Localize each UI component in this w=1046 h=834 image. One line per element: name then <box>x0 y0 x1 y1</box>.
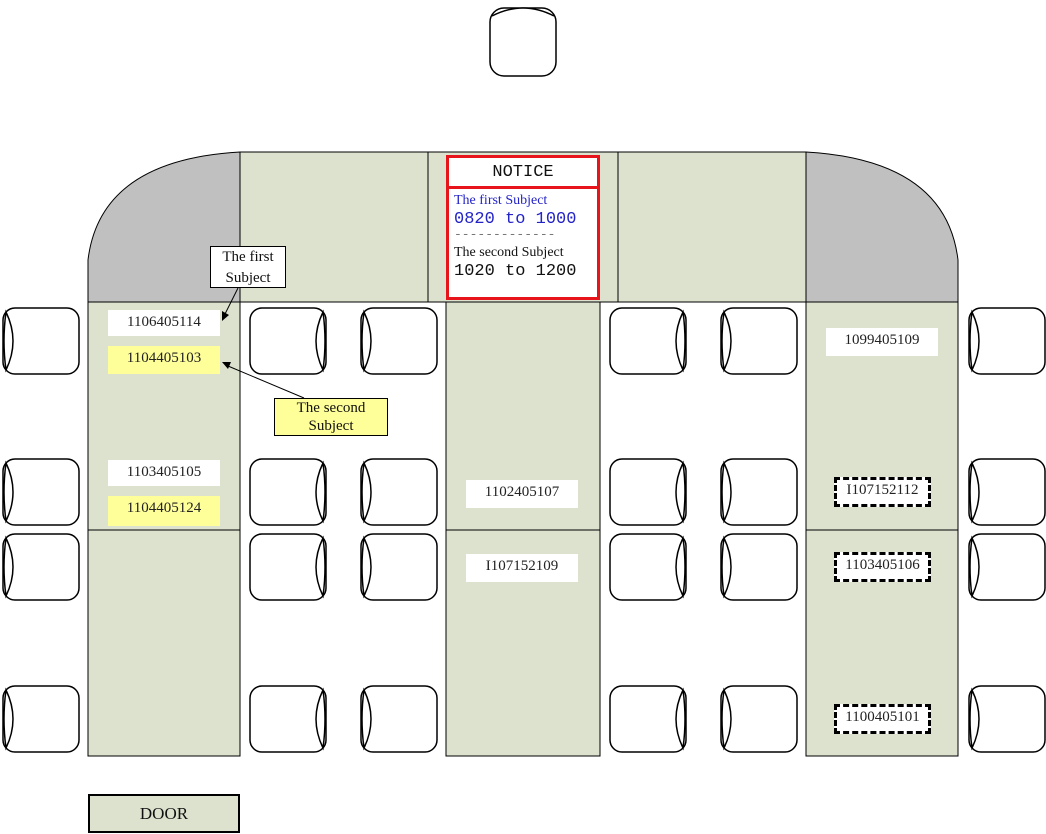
student-id-col1-row2-first: 1103405105 <box>108 460 220 486</box>
student-id-col3-row2: 1102405107 <box>466 480 578 508</box>
student-chair <box>2 533 80 601</box>
student-id-col5-row4: 1100405101 <box>834 704 931 734</box>
student-chair <box>968 685 1046 753</box>
student-id-col5-row3: 1103405106 <box>834 552 931 582</box>
front-right-corner <box>805 151 959 303</box>
student-chair <box>968 307 1046 375</box>
student-chair <box>360 458 438 526</box>
desk-col1-lower <box>87 529 241 757</box>
student-chair <box>609 533 687 601</box>
student-chairs <box>2 307 1046 753</box>
student-chair <box>720 685 798 753</box>
second-subject-label: The second Subject <box>454 245 564 260</box>
front-table-segment <box>617 151 807 303</box>
door: DOOR <box>88 794 240 833</box>
student-chair <box>249 533 327 601</box>
notice-divider: ------------- <box>454 227 556 242</box>
student-chair <box>360 307 438 375</box>
second-subject-time: 1020 to 1200 <box>454 262 577 281</box>
student-id-col3-row3: I107152109 <box>466 554 578 582</box>
student-chair <box>2 307 80 375</box>
student-chair <box>720 458 798 526</box>
teacher-chair <box>489 7 557 77</box>
student-chair <box>968 458 1046 526</box>
desk-col1-upper <box>87 301 241 531</box>
student-chair <box>249 685 327 753</box>
callout-arrows <box>222 287 305 399</box>
student-chair <box>249 458 327 526</box>
student-chair <box>720 307 798 375</box>
student-chair <box>720 533 798 601</box>
first-subject-time: 0820 to 1000 <box>454 210 577 229</box>
student-id-col5-row2: I107152112 <box>834 477 931 507</box>
second-subject-callout: The second Subject <box>274 398 388 436</box>
student-chair <box>2 458 80 526</box>
student-chair <box>968 533 1046 601</box>
student-id-col5-row1: 1099405109 <box>826 328 938 356</box>
first-subject-label: The first Subject <box>454 193 548 208</box>
student-chair <box>2 685 80 753</box>
student-chair <box>360 533 438 601</box>
student-chair <box>609 685 687 753</box>
student-chair <box>249 307 327 375</box>
first-subject-callout: The first Subject <box>210 246 286 288</box>
student-chair <box>609 307 687 375</box>
student-chair <box>360 685 438 753</box>
student-id-col1-row1-first: 1106405114 <box>108 310 220 336</box>
student-chair <box>609 458 687 526</box>
student-id-col1-row2-second: 1104405124 <box>108 496 220 526</box>
notice-title: NOTICE <box>449 158 597 189</box>
student-id-col1-row1-second: 1104405103 <box>108 346 220 374</box>
notice-board: NOTICE The first Subject 0820 to 1000 --… <box>446 155 600 300</box>
front-left-corner <box>87 151 241 303</box>
